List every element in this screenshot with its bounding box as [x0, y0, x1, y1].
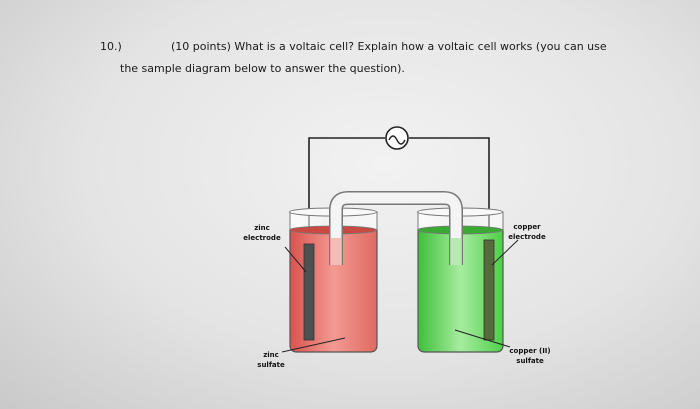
- label-zinc-electrode-line1: zinc: [254, 224, 270, 232]
- zinc-electrode: [303, 243, 315, 341]
- label-zinc-electrode-line2: electrode: [243, 234, 281, 242]
- label-zinc-sulfate-line1: zinc: [263, 351, 279, 359]
- label-copper-electrode-line2: electrode: [508, 233, 546, 241]
- question-text-line1: (10 points) What is a voltaic cell? Expl…: [171, 40, 607, 53]
- voltmeter-icon: [385, 126, 409, 150]
- question-number: 10.): [100, 40, 122, 53]
- copper-electrode: [483, 239, 495, 341]
- question-text-line2: the sample diagram below to answer the q…: [120, 62, 405, 75]
- label-copper-sulfate-line1: copper (II): [509, 347, 550, 355]
- label-zinc-sulfate-line2: sulfate: [257, 361, 285, 369]
- salt-bridge: [329, 191, 463, 265]
- label-copper-sulfate-line2: sulfate: [516, 357, 544, 365]
- label-copper-electrode-line1: copper: [513, 223, 541, 231]
